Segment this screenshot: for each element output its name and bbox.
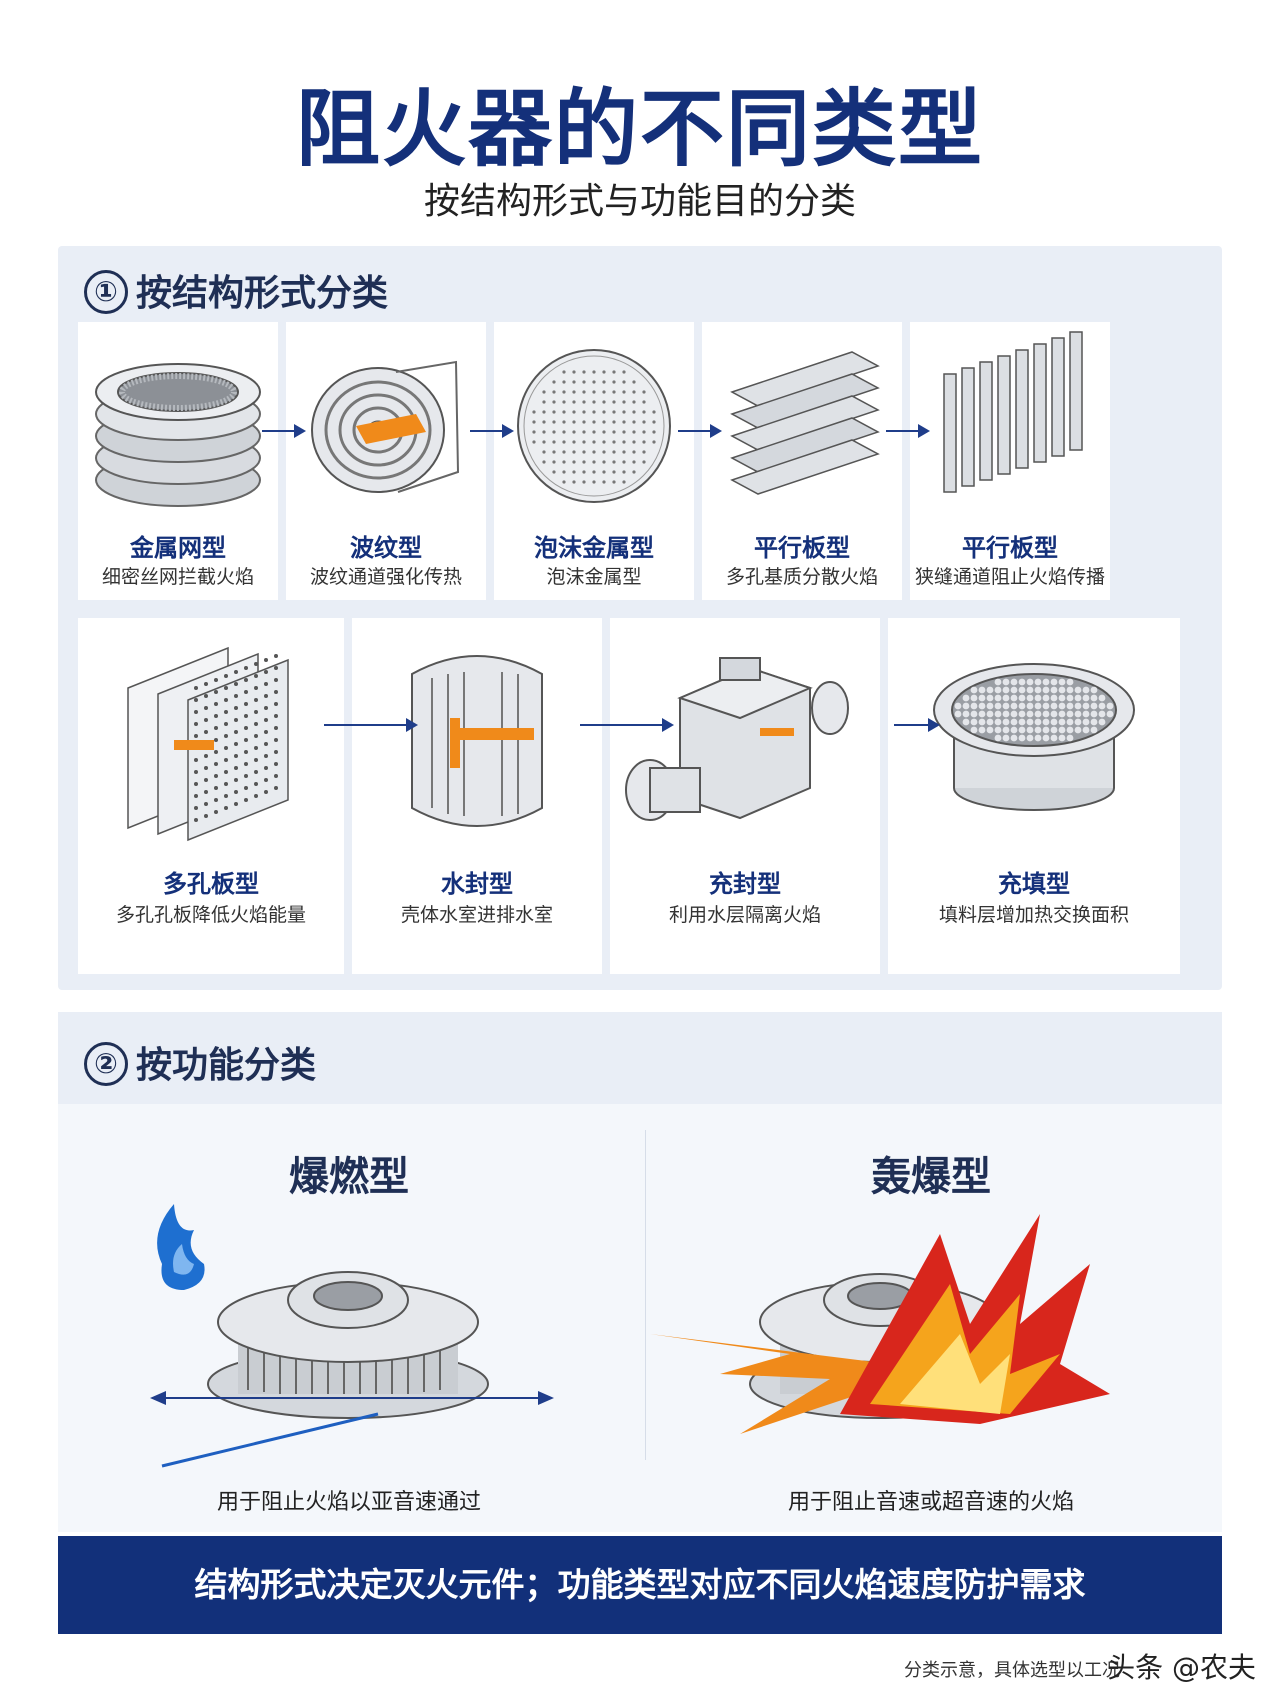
card-name: 充封型 [709,870,781,898]
card-desc: 细密丝网拦截火焰 [101,566,254,588]
section-number-1: ① [84,270,128,314]
corrugated-illustration [311,360,460,493]
detonation-illustration [650,1214,1110,1434]
card-filled-seal: 充封型 利用水层隔离火焰 [610,618,880,974]
card-desc: 波纹通道强化传热 [309,566,462,588]
card-desc: 泡沫金属型 [546,566,642,588]
section-number-2: ② [84,1042,128,1086]
flow-arrow [894,718,940,732]
card-name: 平行板型 [754,534,850,562]
card-foam-metal: 泡沫金属型 泡沫金属型 [494,322,694,600]
flow-arrow [678,424,722,438]
card-desc: 壳体水室进排水室 [400,904,553,926]
foam-metal-illustration [517,349,671,503]
function-heading-text: 按功能分类 [136,1045,317,1086]
parallel-plate-illustration [730,351,880,495]
card-parallel-plate-2: 平行板型 狭缝通道阻止火焰传播 [910,322,1110,600]
function-name: 爆燃型 [289,1154,409,1200]
function-section-header [58,1012,1222,1104]
card-desc: 多孔基质分散火焰 [725,566,878,588]
deflagration-illustration [150,1204,554,1468]
perforated-plate-illustration [127,646,289,842]
card-perforated-plate: 多孔板型 多孔孔板降低火焰能量 [78,618,344,974]
filled-seal-illustration [625,657,849,821]
card-packed: 充填型 填料层增加热交换面积 [888,618,1180,974]
card-desc: 狭缝通道阻止火焰传播 [914,566,1105,588]
card-desc: 利用水层隔离火焰 [668,904,821,926]
card-water-seal: 水封型 壳体水室进排水室 [352,618,602,974]
card-parallel-plate-1: 平行板型 多孔基质分散火焰 [702,322,902,600]
deflagration-type: 爆燃型 用于阻止火焰以亚音速通过 [58,1104,640,1532]
column-divider [645,1130,646,1460]
card-metal-mesh: 金属网型 细密丝网拦截火焰 [78,322,278,600]
flow-arrow [580,718,674,732]
structure-heading-text: 按结构形式分类 [136,273,389,314]
card-name: 充填型 [998,870,1070,898]
slot-plate-illustration [943,331,1083,493]
card-desc: 多孔孔板降低火焰能量 [115,904,306,926]
card-name: 多孔板型 [163,870,259,898]
flow-arrow [886,424,930,438]
metal-mesh-illustration [95,363,261,507]
footnote: 分类示意，具体选型以工况 [904,1660,1120,1681]
card-name: 金属网型 [130,534,226,562]
page-title: 阻火器的不同类型 [295,80,984,178]
flow-arrow [262,424,306,438]
card-name: 波纹型 [350,534,422,562]
water-seal-illustration [411,655,543,827]
summary-banner: 结构形式决定灭火元件；功能类型对应不同火焰速度防护需求 [58,1536,1222,1634]
source-watermark: 头条 @农夫 [1107,1651,1256,1684]
detonation-type: 轰爆型 用于阻止音速或超音速的火焰 [640,1104,1222,1532]
function-desc: 用于阻止火焰以亚音速通过 [216,1490,481,1515]
card-name: 水封型 [441,870,513,898]
flow-arrow [470,424,514,438]
card-name: 平行板型 [962,534,1058,562]
card-name: 泡沫金属型 [534,534,654,562]
flow-arrow [324,718,418,732]
card-corrugated: 波纹型 波纹通道强化传热 [286,322,486,600]
card-desc: 填料层增加热交换面积 [938,904,1129,926]
page-subtitle: 按结构形式与功能目的分类 [423,181,856,222]
function-name: 轰爆型 [871,1154,991,1200]
function-desc: 用于阻止音速或超音速的火焰 [787,1490,1074,1515]
packed-bed-illustration [933,663,1135,811]
